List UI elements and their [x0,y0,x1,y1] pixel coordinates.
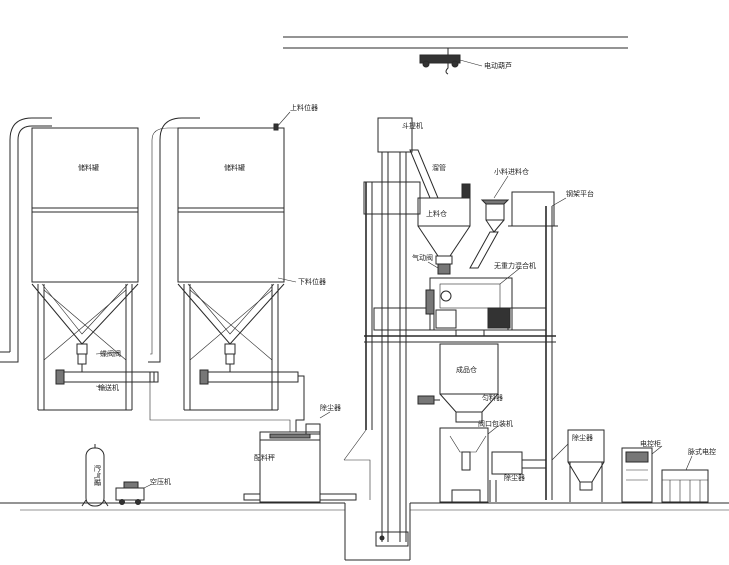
chute-label: 溜管 [432,163,446,172]
air-tank-label: 贮气罐 [93,465,102,486]
gravity-mixer-label: 无重力混合机 [494,261,536,270]
electric-hoist-label: 电动葫芦 [484,61,512,70]
air-tank: 贮气罐 [81,444,109,507]
ground-line [0,502,729,561]
butterfly-valve-label: 蝶阀阀 [100,349,121,358]
dust-remover: 除尘器 [489,451,546,502]
pulse-dust-collector-label: 脉式电控 [688,447,716,456]
finished-bin-label: 成品仓 [456,365,477,374]
chute: 溜管 [409,149,446,199]
lower-level-gauge-label: 下料位器 [298,277,326,286]
storage-tank-1-label: 储料罐 [78,163,99,172]
finished-product-bin: 成品仓 匀料器 [417,343,503,423]
screw-conveyor-label: 输送机 [98,383,119,392]
batching-scale-label: 配料秤 [254,453,275,462]
bucket-elevator: 斗提机 [344,117,423,547]
overhead-crane-rail [283,36,628,49]
dust-collector-label: 除尘器 [572,433,593,442]
air-compressor: 空压机 [115,477,171,505]
pulse-dust-collector: 除尘器 [551,429,605,502]
electric-hoist: 电动葫芦 [419,48,512,75]
air-compressor-label: 空压机 [150,477,171,486]
storage-tank-1: 储料罐 [0,117,139,411]
gravity-free-mixer: 无重力混合机 [425,261,536,337]
screw-conveyor-1: 蝶阀阀 输送机 [55,349,159,392]
upper-bin-label: 上料仓 [426,209,447,218]
upper-level-gauge: 上料位器 [273,103,318,131]
storage-tank-2: 储料罐 [148,117,285,411]
small-material-bin: 小料进料仓 [469,167,529,269]
control-cabinet: 电控柜 [621,439,663,503]
small-material-bin-label: 小料进料仓 [494,167,529,176]
batching-scale: 配料秤 除尘器 [243,403,357,503]
packing-machine-label: 阀口包装机 [478,419,513,428]
steel-platform: 钢架平台 [508,189,594,227]
pneumatic-valve-label: 气动阀 [412,253,433,262]
control-cabinet-label: 电控柜 [640,439,661,448]
screw-conveyor-2 [149,364,305,432]
storage-tank-2-label: 储料罐 [224,163,245,172]
steel-structure [343,181,556,500]
upper-level-gauge-label: 上料位器 [290,103,318,112]
lower-level-gauge: 下料位器 [277,277,326,286]
dust-collector-bin-label: 除尘器 [320,403,341,412]
steel-platform-label: 钢架平台 [566,189,594,198]
dust-remover-label: 除尘器 [504,473,525,482]
pulse-control-unit: 脉式电控 [661,447,716,503]
bucket-elevator-label: 斗提机 [402,121,423,130]
distributor-label: 匀料器 [482,393,503,402]
upper-bin: 上料仓 气动阀 [412,183,471,275]
packing-machine: 阀口包装机 [439,419,513,503]
